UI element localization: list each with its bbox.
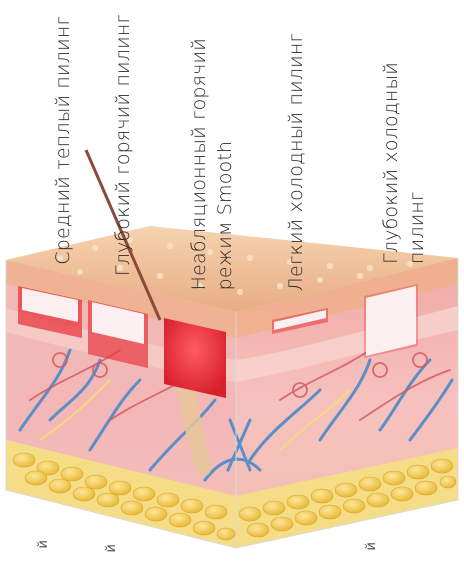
label-light-cold-peel: Легкий холодный пилинг <box>283 33 309 291</box>
edge-glyph-3: й <box>364 542 379 550</box>
edge-glyph-2: й <box>104 544 119 552</box>
label-deep-cold-peel: Глубокий холодный пилинг <box>378 62 430 264</box>
peel-zone-deep-cold <box>364 284 418 358</box>
label-nonablative-smooth: Неабляционный горячий режим Smooth <box>186 38 238 290</box>
peel-zone-nonablative <box>164 318 226 398</box>
label-deep-hot-peel: Глубокий горячий пилинг <box>110 14 136 276</box>
edge-glyph-1: й <box>36 540 51 548</box>
label-medium-warm-peel: Средний теплый пилинг <box>50 16 76 265</box>
